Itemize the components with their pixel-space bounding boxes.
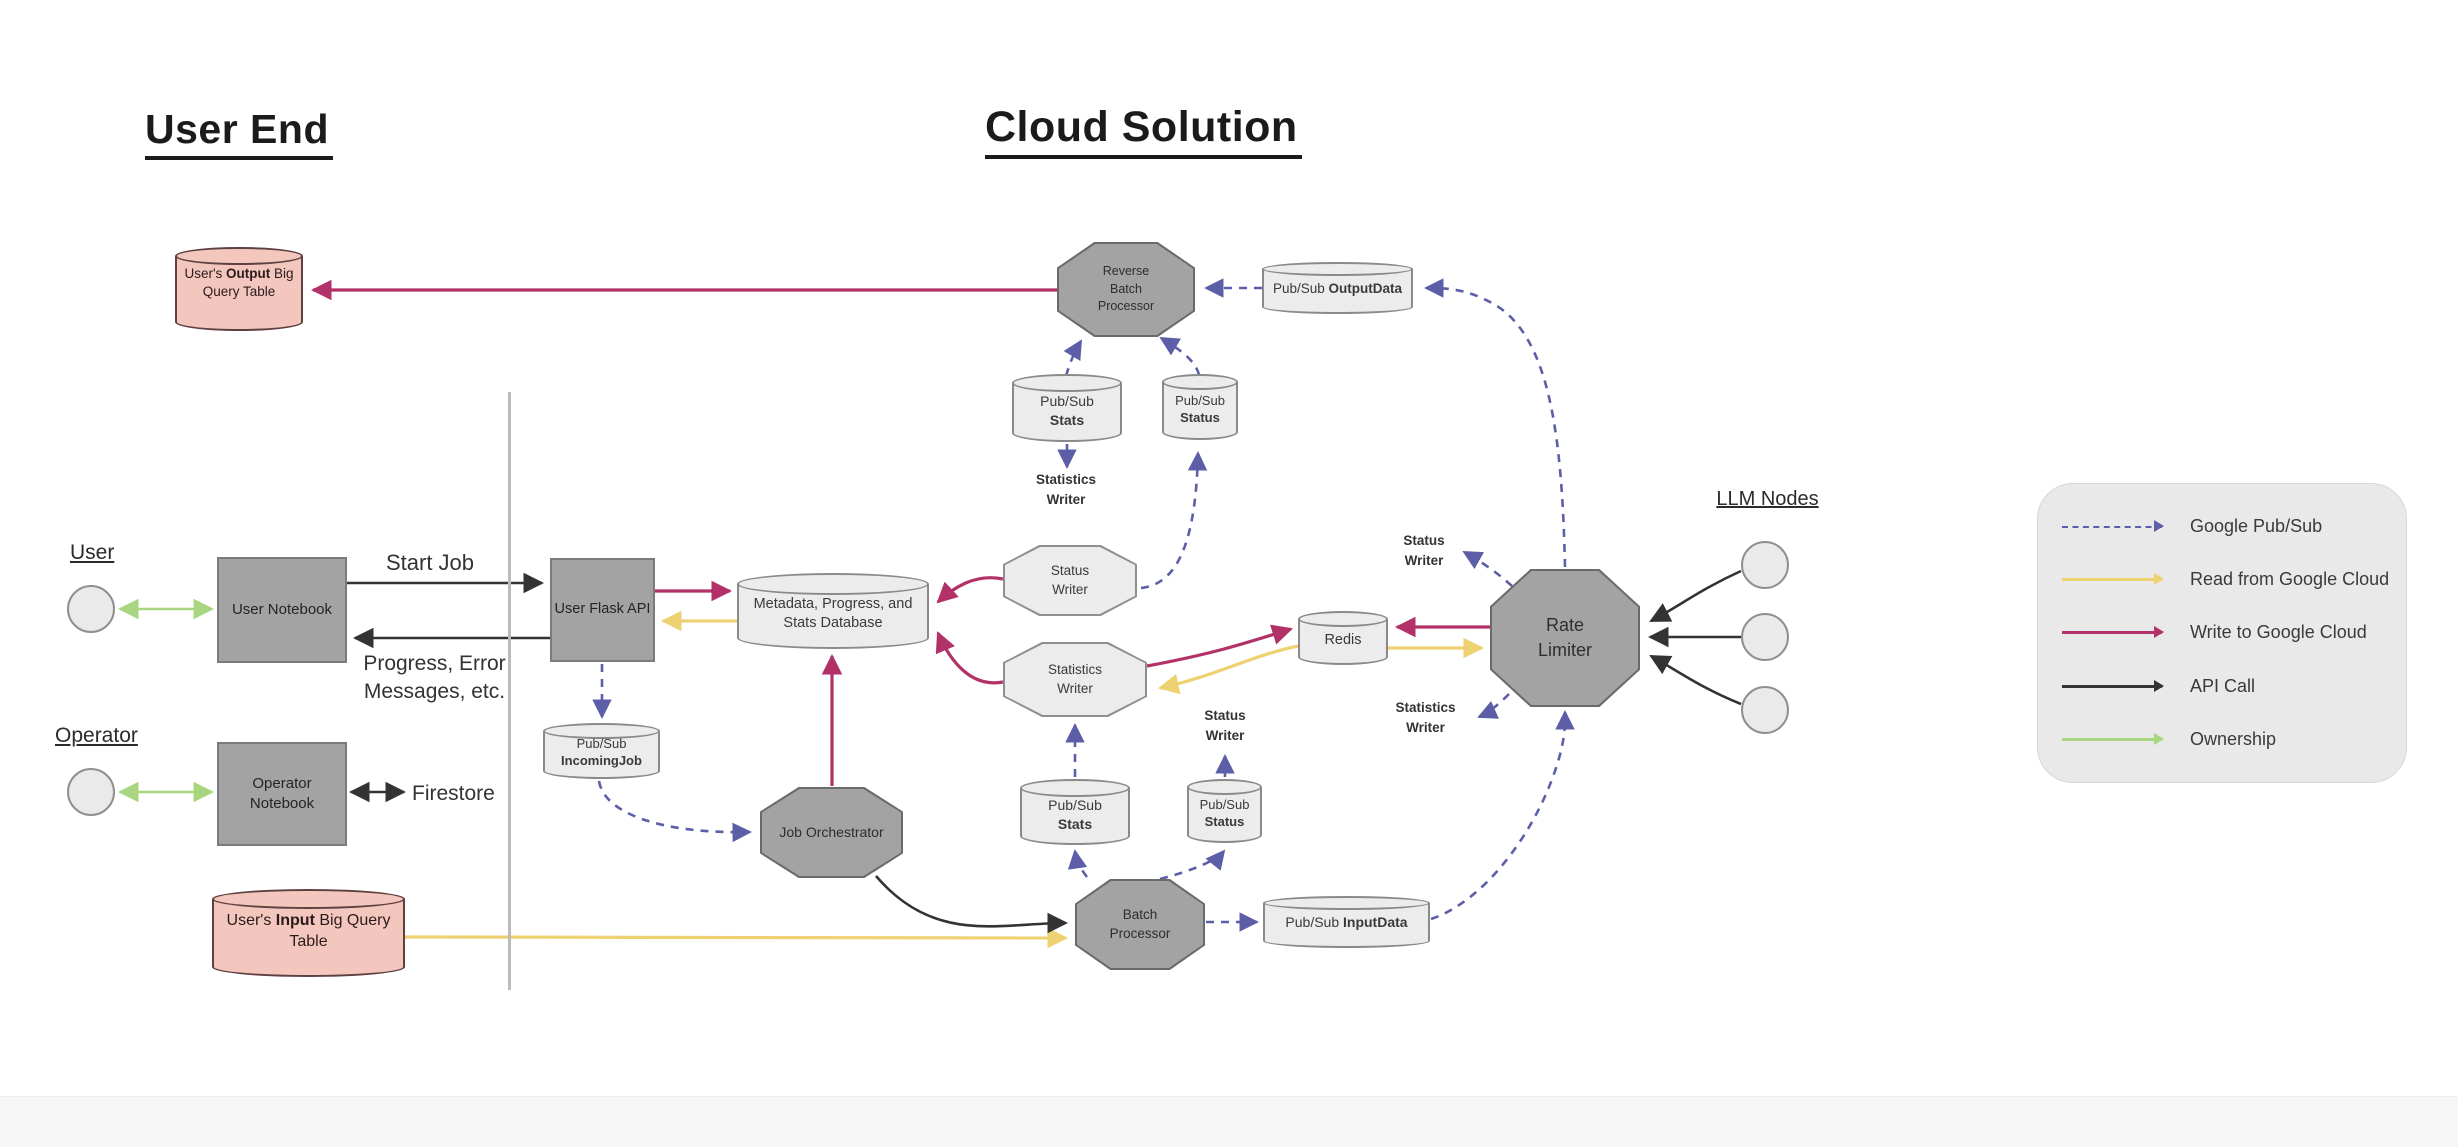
label-statistics-writer-near-rl: Statistics Writer [1395,700,1456,735]
node-metadata-db: Metadata, Progress, and Stats Database [737,573,929,649]
legend-arrow-write-icon [2062,626,2164,639]
node-pubsub-inputdata-label: Pub/Sub InputData [1285,914,1408,930]
arrow-api-llm1-to-rate-limiter [1649,569,1742,623]
node-statistics-writer-label: Statistics Writer [1047,661,1102,696]
node-pubsub-inputdata: Pub/Sub InputData [1263,896,1430,948]
label-status-writer-near-rl: Status Writer [1403,533,1445,568]
label-user: User [70,541,115,564]
node-redis: Redis [1298,611,1388,665]
node-users-input-table-label: User's Input Big Query Table [226,912,391,950]
node-reverse-batch-processor-label: Reverse Batch Processor [1097,264,1155,314]
node-users-input-table: User's Input Big Query Table [212,889,405,977]
arrow-pubsub-batch-to-stats-lower [1067,849,1089,878]
title-llm-nodes: LLM Nodes [1716,488,1819,510]
legend-arrow-pubsub-icon [2062,519,2164,532]
node-user-flask-api-label: User Flask API [554,601,651,618]
node-user-notebook: User Notebook [217,557,347,663]
legend: Google Pub/Sub Read from Google Cloud Wr… [2037,483,2407,783]
legend-label-pubsub: Google Pub/Sub [2190,516,2323,537]
node-job-orchestrator: Job Orchestrator [760,787,903,878]
arrow-pubsub-rate-limiter-to-outputdata [1424,278,1567,568]
user-avatar-circle [67,585,115,633]
node-batch-processor: Batch Processor [1075,879,1205,970]
section-divider [508,392,511,990]
arrow-write-statistics-writer-to-db [935,631,1004,685]
legend-label-api: API Call [2190,675,2256,696]
node-redis-label: Redis [1324,631,1362,648]
cylinder-top [212,889,405,909]
arrow-api-llm3-to-rate-limiter [1649,654,1742,706]
node-status-writer: Status Writer [1003,545,1137,616]
arrow-pubsub-stats-to-rbp [1063,339,1083,377]
llm-node-circle-3 [1741,686,1789,734]
label-statistics-writer-top: Statistics Writer [1035,472,1097,507]
node-batch-processor-label: Batch Processor [1109,906,1171,941]
node-pubsub-outputdata: Pub/Sub OutputData [1262,262,1413,314]
label-status-writer-lower: Status Writer [1204,708,1246,743]
legend-row-write: Write to Google Cloud [2062,622,2406,643]
node-user-notebook-label: User Notebook [231,600,333,618]
llm-node-circle-1 [1741,541,1789,589]
legend-label-read: Read from Google Cloud [2190,569,2390,590]
arrow-api-orchestrator-to-batch-processor [875,875,1069,934]
legend-label-write: Write to Google Cloud [2190,622,2367,643]
title-cloud-solution: Cloud Solution [985,103,1302,159]
legend-row-api: API Call [2062,676,2406,697]
arrow-read-input-table-to-batch-processor [404,927,1069,949]
bottom-band [0,1096,2458,1147]
arrow-write-status-writer-to-db [936,576,1004,604]
node-metadata-db-label: Metadata, Progress, and Stats Database [753,596,913,631]
label-operator: Operator [55,724,138,747]
arrow-write-statistics-writer-to-redis [1146,624,1293,668]
arrow-pubsub-batch-to-status-lower [1159,849,1226,881]
arrow-read-redis-to-statistics-writer [1157,644,1299,695]
legend-label-ownership: Ownership [2190,728,2277,749]
node-users-output-table-label: User's Output Big Query Table [184,266,294,299]
operator-avatar-circle [67,768,115,816]
llm-node-circle-2 [1741,613,1789,661]
legend-arrow-api-icon [2062,679,2164,692]
arrow-pubsub-status-writer-to-status-upper [1140,451,1208,590]
node-statistics-writer: Statistics Writer [1003,642,1147,717]
node-rate-limiter: Rate Limiter [1490,569,1640,707]
arrow-pubsub-status-to-rbp [1159,336,1201,376]
legend-arrow-ownership-icon [2062,732,2164,745]
node-status-writer-label: Status Writer [1050,562,1090,597]
node-user-flask-api: User Flask API [550,558,655,662]
node-pubsub-outputdata-label: Pub/Sub OutputData [1272,281,1403,296]
node-operator-notebook: Operator Notebook [217,742,347,846]
label-firestore: Firestore [412,782,495,805]
cylinder-top [175,247,303,265]
legend-row-read: Read from Google Cloud [2062,569,2406,590]
node-operator-notebook-label: Operator Notebook [249,774,315,812]
node-job-orchestrator-label: Job Orchestrator [779,823,884,840]
arrow-pubsub-incomingjob-to-orchestrator [597,780,752,843]
legend-row-pubsub: Google Pub/Sub [2062,516,2406,537]
label-progress-messages: Progress, Error Messages, etc. [363,652,506,704]
node-rate-limiter-label: Rate Limiter [1537,614,1592,660]
label-start-job: Start Job [385,550,475,575]
node-users-output-table: User's Output Big Query Table [175,247,303,331]
node-reverse-batch-processor: Reverse Batch Processor [1057,242,1195,337]
legend-row-ownership: Ownership [2062,729,2406,750]
legend-arrow-read-icon [2062,573,2164,586]
arrow-pubsub-inputdata-to-rate-limiter [1430,710,1575,921]
title-user-end: User End [145,106,333,160]
